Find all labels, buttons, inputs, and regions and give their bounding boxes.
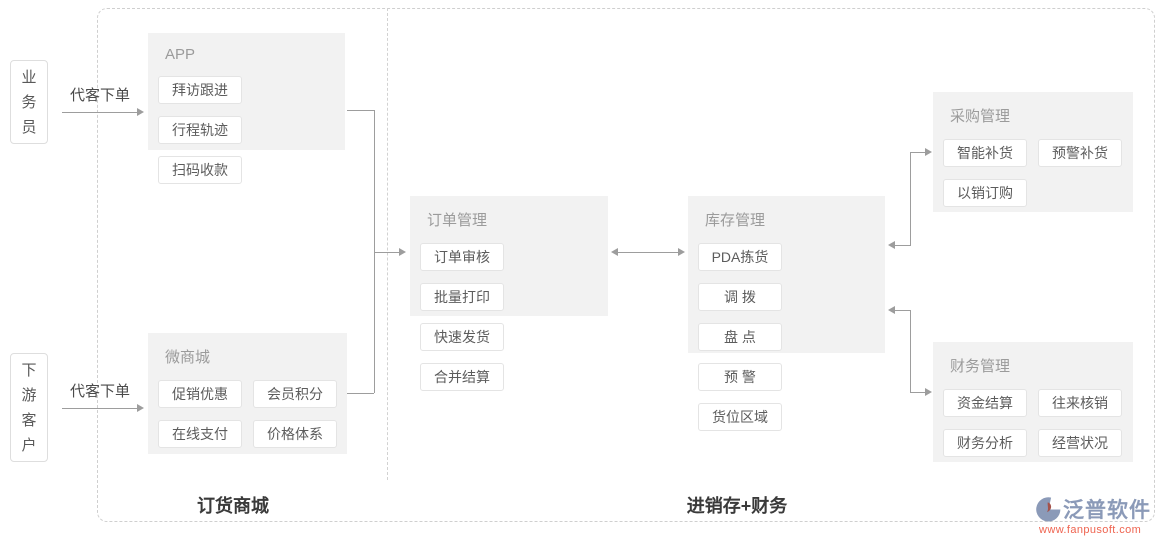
inventory-purchase-line-c bbox=[911, 152, 926, 153]
fanpu-logo-text: 泛普软件 bbox=[1063, 499, 1151, 522]
feature-chip: 调 拨 bbox=[698, 283, 782, 311]
inventory-purchase-line-a bbox=[895, 245, 911, 246]
inventory-purchase-arrowhead-left-icon bbox=[888, 241, 895, 249]
feature-chip: PDA拣货 bbox=[698, 243, 782, 271]
feature-chip: 扫码收款 bbox=[158, 156, 242, 184]
feature-chip: 资金结算 bbox=[943, 389, 1027, 417]
feature-chip: 合并结算 bbox=[420, 363, 504, 391]
actor-customer: 下游客户 bbox=[10, 353, 48, 462]
panel-finance-title: 财务管理 bbox=[950, 358, 1011, 375]
actor-customer-label: 下游客户 bbox=[21, 361, 37, 454]
panel-finance: 财务管理 资金结算 往来核销 财务分析 经营状况 bbox=[933, 342, 1133, 462]
panel-order: 订单管理 订单审核 批量打印 快速发货 合并结算 bbox=[410, 196, 608, 391]
feature-chip: 盘 点 bbox=[698, 323, 782, 351]
salesman-arrow-line bbox=[62, 112, 138, 113]
feature-chip: 经营状况 bbox=[1038, 429, 1122, 457]
panel-mall: 微商城 促销优惠 会员积分 在线支付 价格体系 bbox=[148, 333, 347, 454]
panel-purchase-title: 采购管理 bbox=[950, 108, 1011, 125]
panel-app: APP 拜访跟进 行程轨迹 扫码收款 bbox=[148, 33, 345, 184]
bracket-top-line bbox=[347, 110, 374, 111]
feature-chip: 预警补货 bbox=[1038, 139, 1122, 167]
panel-app-body: 拜访跟进 行程轨迹 扫码收款 bbox=[148, 63, 345, 184]
panel-inventory: 库存管理 PDA拣货 调 拨 盘 点 预 警 货位区域 bbox=[688, 196, 885, 431]
panel-inventory-body: PDA拣货 调 拨 盘 点 预 警 货位区域 bbox=[688, 230, 885, 431]
flow-label-customer: 代客下单 bbox=[69, 383, 130, 400]
fanpu-logo[interactable]: 泛普软件 www.fanpusoft.com bbox=[1036, 494, 1164, 536]
order-inventory-line bbox=[618, 252, 679, 253]
inventory-finance-arrowhead-left-icon bbox=[888, 306, 895, 314]
bracket-arrowhead-icon bbox=[399, 248, 406, 256]
dashed-boundary bbox=[97, 8, 1155, 522]
actor-salesman-label: 业务员 bbox=[21, 68, 37, 136]
feature-chip: 往来核销 bbox=[1038, 389, 1122, 417]
inventory-finance-line-a bbox=[895, 310, 911, 311]
flow-label-salesman: 代客下单 bbox=[69, 87, 130, 104]
inventory-purchase-line-b bbox=[910, 152, 911, 246]
section-label-invoicing-finance: 进销存+财务 bbox=[686, 496, 788, 516]
panel-app-title: APP bbox=[165, 46, 196, 63]
fanpu-logo-row: 泛普软件 bbox=[1036, 494, 1164, 524]
feature-chip: 智能补货 bbox=[943, 139, 1027, 167]
feature-chip: 预 警 bbox=[698, 363, 782, 391]
feature-chip: 批量打印 bbox=[420, 283, 504, 311]
section-label-ordering-mall: 订货商城 bbox=[197, 496, 269, 516]
customer-arrowhead-icon bbox=[137, 404, 144, 412]
inventory-finance-line-b bbox=[910, 310, 911, 393]
customer-arrow-line bbox=[62, 408, 138, 409]
panel-order-title: 订单管理 bbox=[427, 212, 488, 229]
feature-chip: 货位区域 bbox=[698, 403, 782, 431]
panel-purchase-body: 智能补货 预警补货 以销订购 bbox=[933, 126, 1133, 207]
panel-inventory-title: 库存管理 bbox=[705, 212, 766, 229]
feature-chip: 以销订购 bbox=[943, 179, 1027, 207]
feature-chip: 会员积分 bbox=[253, 380, 337, 408]
feature-chip: 财务分析 bbox=[943, 429, 1027, 457]
fanpu-logo-icon bbox=[1036, 496, 1061, 522]
fanpu-logo-url: www.fanpusoft.com bbox=[1039, 524, 1142, 536]
feature-chip: 行程轨迹 bbox=[158, 116, 242, 144]
feature-chip: 快速发货 bbox=[420, 323, 504, 351]
feature-chip: 订单审核 bbox=[420, 243, 504, 271]
panel-order-body: 订单审核 批量打印 快速发货 合并结算 bbox=[410, 230, 608, 391]
panel-finance-body: 资金结算 往来核销 财务分析 经营状况 bbox=[933, 376, 1133, 457]
feature-chip: 在线支付 bbox=[158, 420, 242, 448]
feature-chip: 促销优惠 bbox=[158, 380, 242, 408]
bracket-bottom-line bbox=[347, 393, 374, 394]
order-inventory-arrowhead-left-icon bbox=[611, 248, 618, 256]
bracket-vertical-line bbox=[374, 110, 375, 393]
panel-mall-title: 微商城 bbox=[165, 349, 211, 366]
salesman-arrowhead-icon bbox=[137, 108, 144, 116]
actor-salesman: 业务员 bbox=[10, 60, 48, 144]
feature-chip: 拜访跟进 bbox=[158, 76, 242, 104]
panel-mall-body: 促销优惠 会员积分 在线支付 价格体系 bbox=[148, 367, 347, 448]
inventory-purchase-arrowhead-right-icon bbox=[925, 148, 932, 156]
inventory-finance-line-c bbox=[911, 392, 926, 393]
inventory-finance-arrowhead-right-icon bbox=[925, 388, 932, 396]
section-divider-line bbox=[387, 8, 388, 480]
bracket-arrow-line bbox=[374, 252, 401, 253]
feature-chip: 价格体系 bbox=[253, 420, 337, 448]
panel-purchase: 采购管理 智能补货 预警补货 以销订购 bbox=[933, 92, 1133, 212]
order-inventory-arrowhead-right-icon bbox=[678, 248, 685, 256]
